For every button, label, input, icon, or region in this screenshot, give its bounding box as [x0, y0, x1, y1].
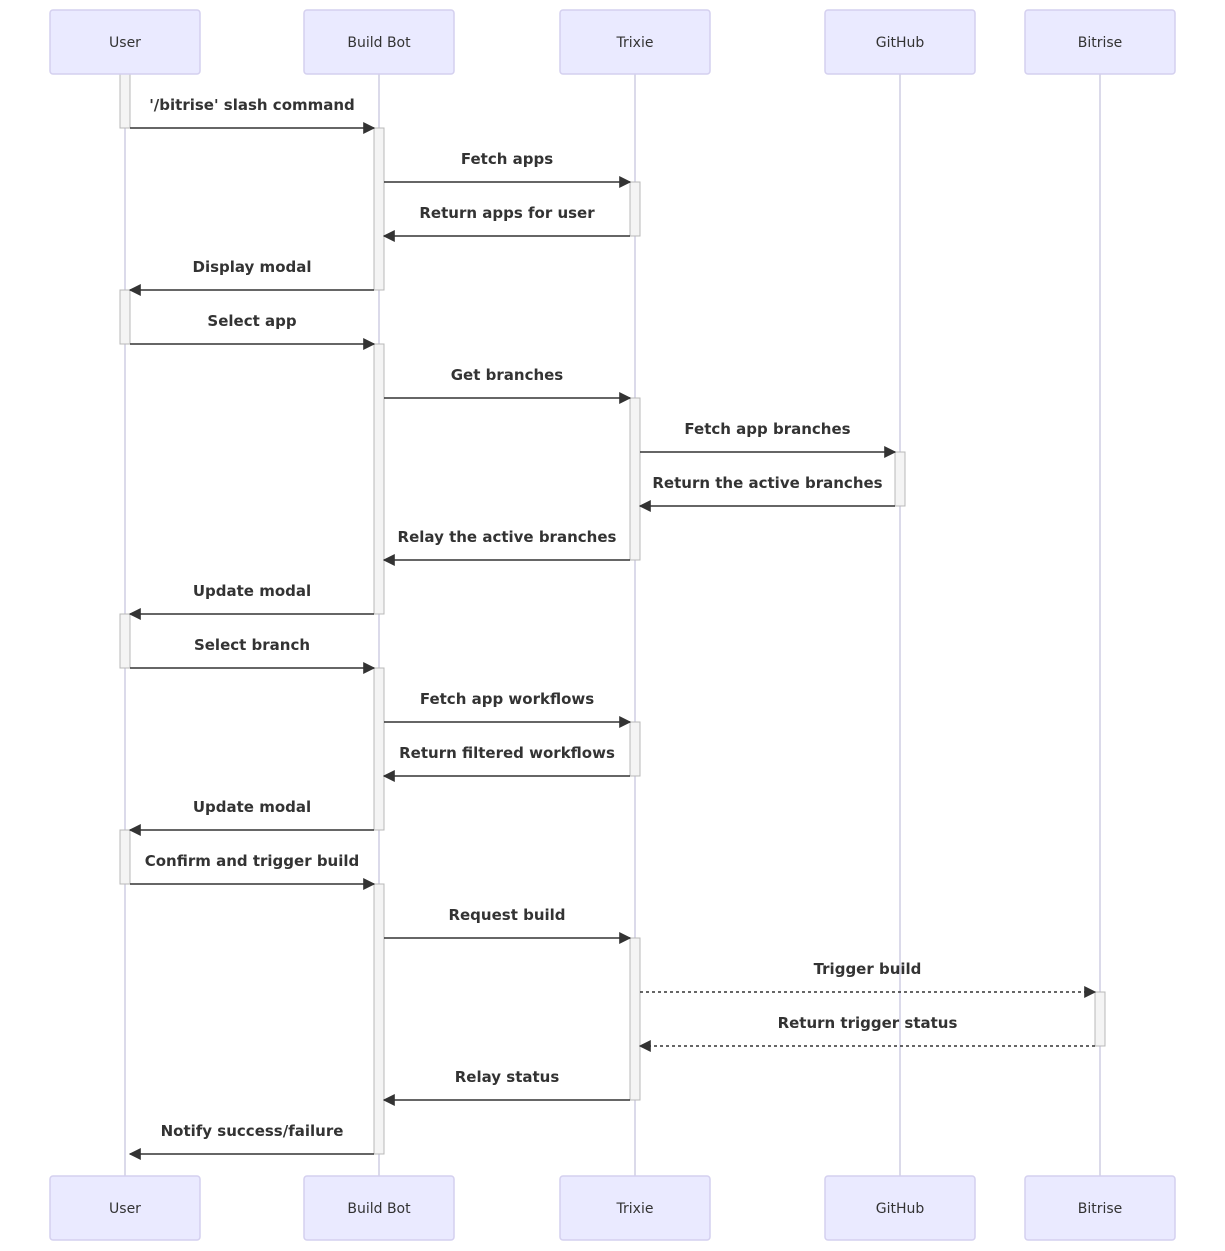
actor-label: Trixie: [616, 35, 654, 51]
message: Relay the active branches: [382, 528, 630, 566]
actor-label: GitHub: [876, 35, 925, 51]
actor-box: [1024, 9, 1176, 75]
message-label: Notify success/failure: [161, 1122, 344, 1140]
actor-box: [824, 1175, 976, 1241]
message-label: Get branches: [451, 366, 564, 384]
actor-box: [49, 1175, 201, 1241]
message: Return trigger status: [638, 1014, 1095, 1052]
actor-user-bottom: User: [49, 1175, 201, 1241]
actor-box: [303, 9, 455, 75]
message: Select branch: [130, 636, 376, 674]
activation-bot: [373, 127, 385, 291]
activation-trixie: [629, 937, 641, 1101]
activation-trixie: [629, 181, 641, 237]
message: Return apps for user: [382, 204, 630, 242]
message-label: Display modal: [193, 258, 312, 276]
activation-user: [119, 829, 131, 885]
actor-bot-bottom: Build Bot: [303, 1175, 455, 1241]
message: Trigger build: [640, 960, 1097, 998]
actor-label: Build Bot: [347, 35, 411, 51]
message: Confirm and trigger build: [130, 852, 376, 890]
actor-label: User: [109, 35, 141, 51]
message: Return the active branches: [638, 474, 895, 512]
message: Update modal: [128, 582, 374, 620]
activation-user: [119, 613, 131, 669]
message: Fetch app workflows: [384, 690, 632, 728]
activation-bot: [373, 883, 385, 1155]
actor-box: [1024, 1175, 1176, 1241]
message-label: Return apps for user: [419, 204, 595, 222]
message: '/bitrise' slash command: [130, 96, 376, 134]
message: Fetch app branches: [640, 420, 897, 458]
actor-bitrise-bottom: Bitrise: [1024, 1175, 1176, 1241]
actor-trixie-bottom: Trixie: [559, 1175, 711, 1241]
message: Return filtered workflows: [382, 744, 630, 782]
actor-user-top: User: [49, 9, 201, 75]
message-label: '/bitrise' slash command: [149, 96, 355, 114]
actor-label: GitHub: [876, 1201, 925, 1217]
message-label: Fetch app branches: [684, 420, 850, 438]
activation-bot: [373, 343, 385, 615]
actor-github-top: GitHub: [824, 9, 976, 75]
actor-box: [824, 9, 976, 75]
actor-label: Build Bot: [347, 1201, 411, 1217]
actor-label: Trixie: [616, 1201, 654, 1217]
message-label: Select branch: [194, 636, 310, 654]
message: Select app: [130, 312, 376, 350]
activation-bitrise: [1094, 991, 1106, 1047]
message: Update modal: [128, 798, 374, 836]
message: Get branches: [384, 366, 632, 404]
actor-box: [559, 9, 711, 75]
message-label: Request build: [448, 906, 565, 924]
actor-bot-top: Build Bot: [303, 9, 455, 75]
message-label: Fetch apps: [461, 150, 553, 168]
message-label: Update modal: [193, 582, 311, 600]
actor-box: [303, 1175, 455, 1241]
message-label: Confirm and trigger build: [145, 852, 360, 870]
actor-box: [559, 1175, 711, 1241]
activation-github: [894, 451, 906, 507]
actor-bitrise-top: Bitrise: [1024, 9, 1176, 75]
message-label: Relay the active branches: [398, 528, 617, 546]
actor-github-bottom: GitHub: [824, 1175, 976, 1241]
message-label: Return the active branches: [652, 474, 882, 492]
actor-label: User: [109, 1201, 141, 1217]
message: Fetch apps: [384, 150, 632, 188]
message: Display modal: [128, 258, 374, 296]
message-label: Update modal: [193, 798, 311, 816]
activation-trixie: [629, 397, 641, 561]
actor-trixie-top: Trixie: [559, 9, 711, 75]
message-label: Fetch app workflows: [420, 690, 594, 708]
actor-label: Bitrise: [1078, 1201, 1123, 1217]
message: Relay status: [382, 1068, 630, 1106]
activation-bot: [373, 667, 385, 831]
message: Notify success/failure: [128, 1122, 374, 1160]
actor-label: Bitrise: [1078, 35, 1123, 51]
message-label: Select app: [207, 312, 296, 330]
message: Request build: [384, 906, 632, 944]
message-label: Relay status: [455, 1068, 560, 1086]
activation-trixie: [629, 721, 641, 777]
message-label: Trigger build: [814, 960, 922, 978]
actor-box: [49, 9, 201, 75]
activation-user: [119, 73, 131, 129]
message-label: Return filtered workflows: [399, 744, 615, 762]
message-label: Return trigger status: [778, 1014, 958, 1032]
activation-user: [119, 289, 131, 345]
